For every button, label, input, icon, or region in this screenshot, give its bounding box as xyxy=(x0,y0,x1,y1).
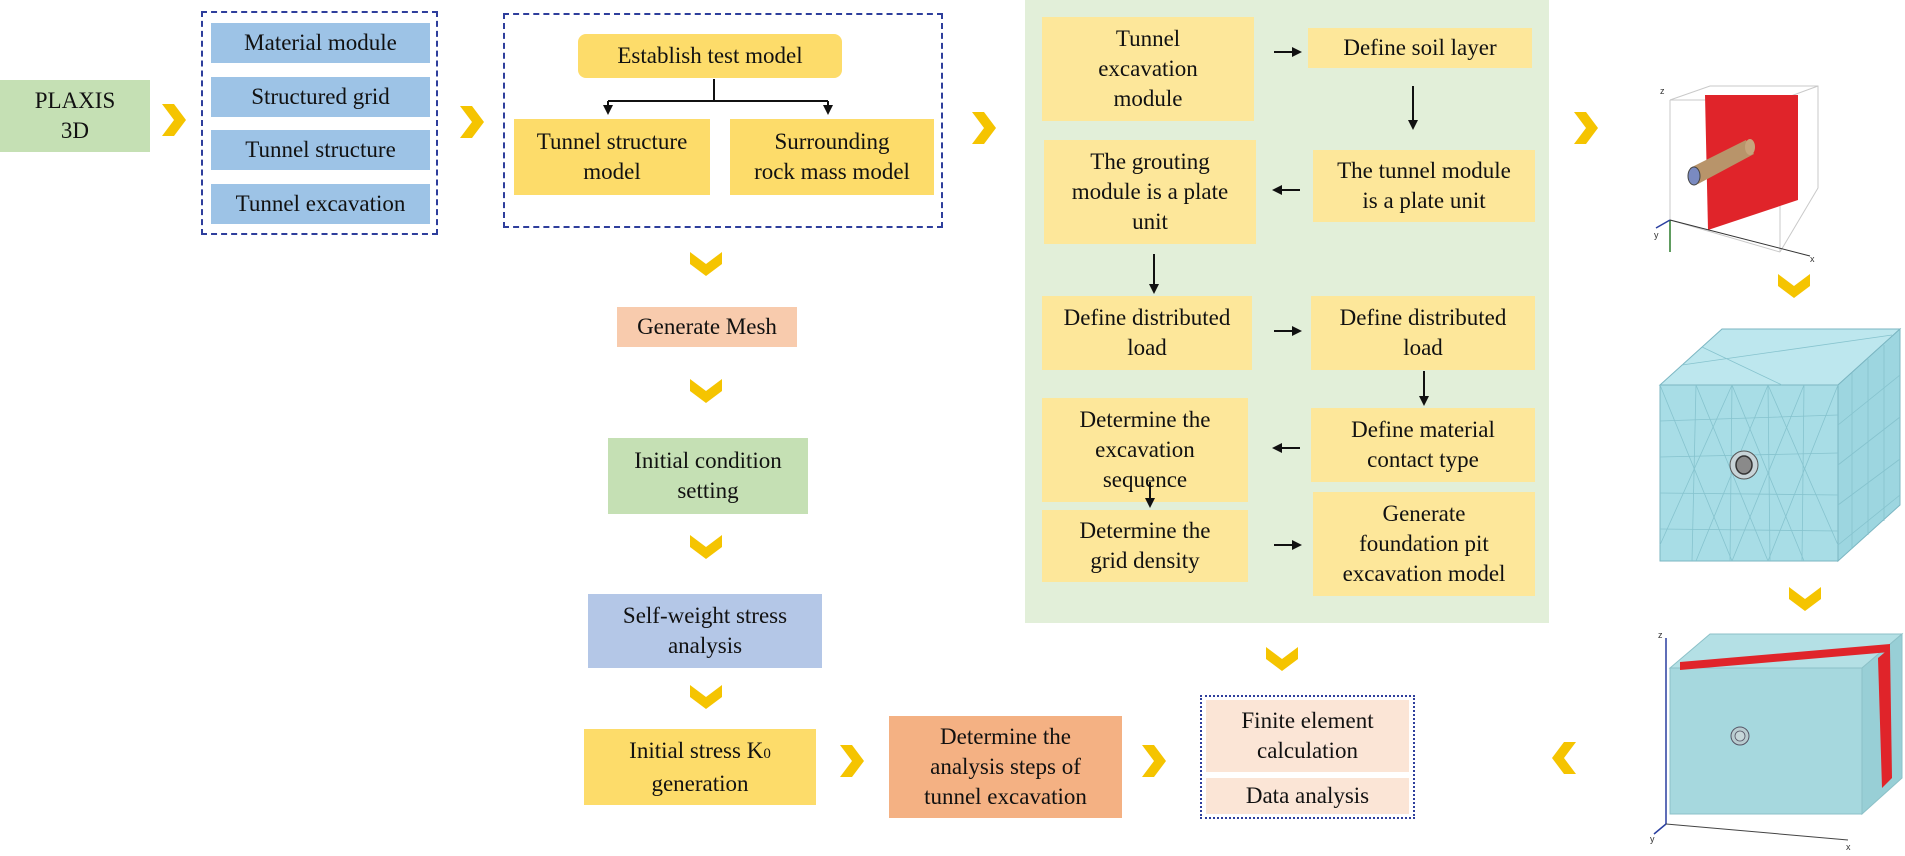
tunnel-structure-model: Tunnel structure model xyxy=(514,119,710,195)
chevron-right-icon xyxy=(972,112,996,144)
chevron-right-icon xyxy=(840,745,864,777)
red-excavation-band-side xyxy=(1878,648,1892,788)
axis-x-label: x xyxy=(1846,842,1851,852)
tunnel-cylinder xyxy=(1687,139,1755,186)
axis-z-label: z xyxy=(1660,86,1665,96)
k0-label: Initial stress K xyxy=(629,737,764,763)
self-weight-stress-step: Self-weight stress analysis xyxy=(588,594,822,668)
chevron-down-icon xyxy=(690,252,722,276)
axis-z-label: z xyxy=(1658,630,1663,640)
module-tunnel-excavation: Tunnel excavation xyxy=(211,184,430,224)
axis-y-label: y xyxy=(1650,834,1655,844)
modules-group xyxy=(201,11,438,235)
initial-condition-step: Initial condition setting xyxy=(608,438,808,514)
axis-y-label: y xyxy=(1654,230,1659,240)
red-plane xyxy=(1705,95,1798,230)
surrounding-rock-model: Surrounding rock mass model xyxy=(730,119,934,195)
grouting-plate-unit: The grouting module is a plate unit xyxy=(1044,140,1256,244)
tunnel-mesh-hole xyxy=(1729,450,1759,480)
chevron-down-icon xyxy=(1778,274,1810,298)
module-structured-grid: Structured grid xyxy=(211,77,430,117)
distributed-load-left: Define distributed load xyxy=(1042,296,1252,370)
k0-subscript: 0 xyxy=(763,745,771,762)
module-material: Material module xyxy=(211,23,430,63)
chevron-right-icon xyxy=(162,104,186,136)
tunnel-opening xyxy=(1730,726,1750,746)
foundation-pit-model: Generate foundation pit excavation model xyxy=(1313,492,1535,596)
excavation-sequence: Determine the excavation sequence xyxy=(1042,398,1248,502)
chevron-down-icon xyxy=(690,685,722,709)
geometry-model-figure: z y x xyxy=(1654,85,1819,264)
plaxis-3d-box: PLAXIS 3D xyxy=(0,80,150,152)
finite-element-calc: Finite element calculation xyxy=(1206,700,1409,772)
chevron-right-icon xyxy=(460,106,484,138)
red-excavation-band-top xyxy=(1680,644,1890,670)
mesh-model-figure xyxy=(1658,327,1902,563)
chevron-left-icon xyxy=(1552,742,1576,774)
tunnel-plate-unit: The tunnel module is a plate unit xyxy=(1313,150,1535,222)
generate-mesh-step: Generate Mesh xyxy=(617,307,797,347)
initial-stress-k0-step: Initial stress K0 generation xyxy=(584,729,816,805)
excavation-model-figure: z y x xyxy=(1650,630,1904,852)
grid-density: Determine the grid density xyxy=(1042,510,1248,582)
k0-generation: generation xyxy=(651,770,749,796)
chevron-right-icon xyxy=(1142,745,1166,777)
chevron-down-icon xyxy=(690,535,722,559)
establish-test-model: Establish test model xyxy=(578,34,842,78)
chevron-down-icon xyxy=(690,379,722,403)
material-contact-type: Define material contact type xyxy=(1311,408,1535,482)
analysis-steps-box: Determine the analysis steps of tunnel e… xyxy=(889,716,1122,818)
distributed-load-right: Define distributed load xyxy=(1311,296,1535,370)
chevron-right-icon xyxy=(1574,112,1598,144)
data-analysis: Data analysis xyxy=(1206,778,1409,814)
define-soil-layer: Define soil layer xyxy=(1308,28,1532,68)
chevron-down-icon xyxy=(1789,587,1821,611)
result-group xyxy=(1200,695,1415,819)
test-model-group xyxy=(503,13,943,228)
tunnel-excavation-module: Tunnel excavation module xyxy=(1042,17,1254,121)
axis-x-label: x xyxy=(1810,254,1815,264)
module-tunnel-structure: Tunnel structure xyxy=(211,130,430,170)
test-model-tree-connector xyxy=(603,79,833,115)
chevron-down-icon xyxy=(1266,647,1298,671)
